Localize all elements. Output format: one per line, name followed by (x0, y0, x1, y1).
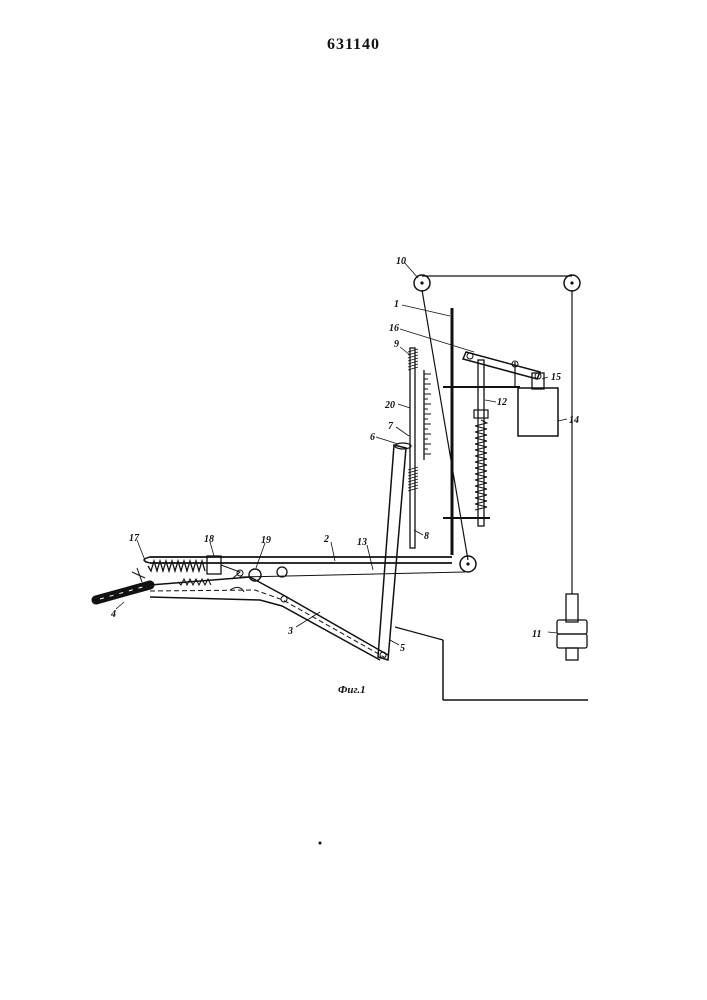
leader-lines (116, 262, 567, 645)
label-7: 7 (388, 421, 394, 432)
label-16: 16 (389, 323, 399, 334)
label-11: 11 (532, 629, 541, 640)
block-14 (518, 388, 558, 436)
handle-4 (96, 585, 150, 600)
label-20: 20 (384, 400, 395, 411)
label-17: 17 (129, 533, 140, 544)
label-5: 5 (400, 643, 405, 654)
label-12: 12 (497, 397, 507, 408)
pulley-10-left (414, 275, 430, 291)
label-13: 13 (357, 537, 367, 548)
lever-16 (463, 352, 540, 388)
scale-20 (424, 370, 431, 460)
label-14: 14 (569, 415, 579, 426)
reference-labels: 10 1 16 9 20 7 6 15 12 14 8 2 13 17 18 1… (110, 256, 579, 654)
label-15: 15 (551, 372, 561, 383)
rod-12 (474, 360, 488, 526)
arm-3 (150, 577, 388, 660)
label-4: 4 (110, 609, 116, 620)
label-10: 10 (396, 256, 406, 267)
cable (240, 276, 572, 594)
label-2: 2 (323, 534, 329, 545)
label-1: 1 (394, 299, 399, 310)
label-3: 3 (287, 626, 293, 637)
label-19: 19 (261, 535, 271, 546)
counterweight-11 (557, 594, 587, 660)
figure-caption: Фиг.1 (338, 684, 366, 696)
label-18: 18 (204, 534, 214, 545)
label-6: 6 (370, 432, 375, 443)
stray-dot (319, 842, 322, 845)
link-5 (378, 443, 411, 660)
label-8: 8 (424, 531, 429, 542)
label-9: 9 (394, 339, 399, 350)
spring-17 (132, 561, 205, 582)
pulley-10-right (564, 275, 580, 291)
